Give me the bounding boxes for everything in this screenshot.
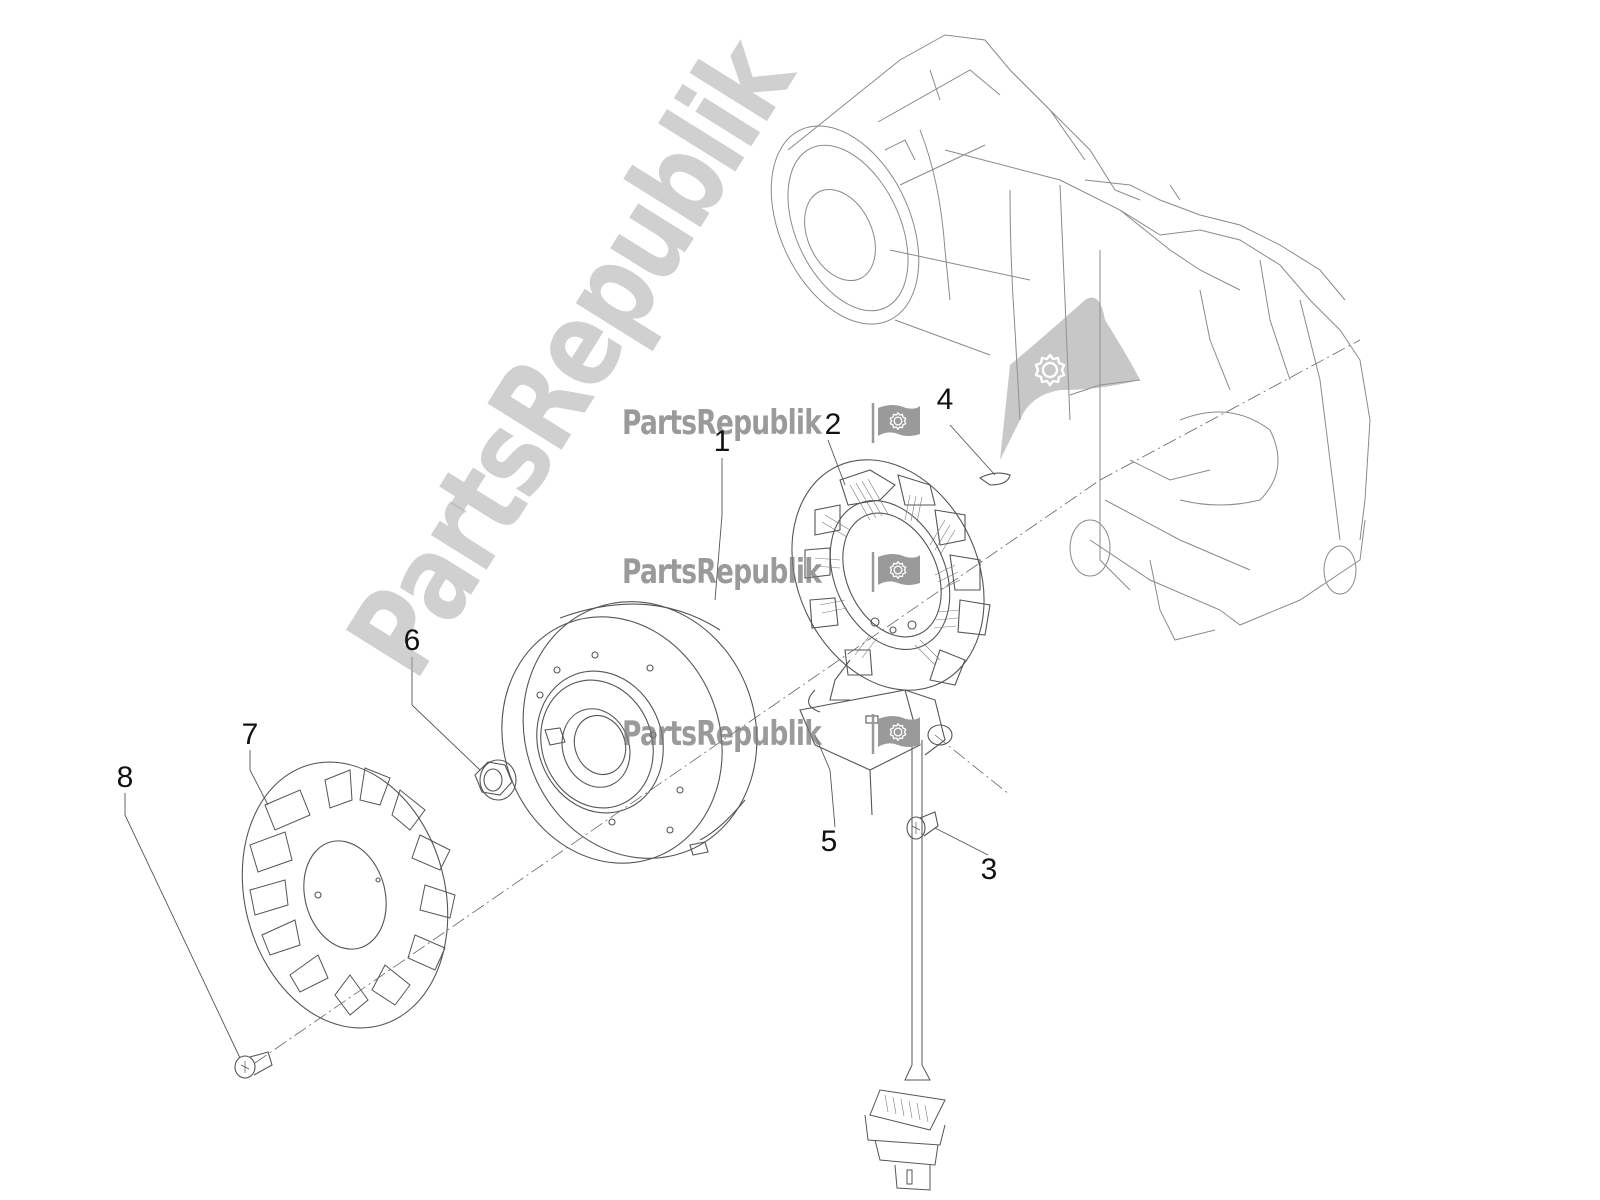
screw-3-drawing: [906, 811, 939, 840]
callout-3[interactable]: 3: [980, 853, 998, 886]
watermark-flag-icon-1: [871, 403, 920, 443]
screw-8-drawing: [234, 1051, 273, 1079]
watermark-flag-icon-3: [871, 714, 920, 754]
callout-5[interactable]: 5: [820, 825, 838, 858]
callout-7[interactable]: 7: [241, 718, 259, 751]
watermark-flag-icon-2: [871, 552, 920, 592]
callout-8[interactable]: 8: [116, 761, 134, 794]
callout-6[interactable]: 6: [403, 624, 421, 657]
callout-2[interactable]: 2: [824, 408, 842, 441]
axis-lines: [254, 339, 1361, 1064]
crankcase-drawing: [770, 34, 1371, 641]
fan-drawing: [241, 761, 456, 1029]
watermark-text-2: PartsRepublik: [622, 552, 822, 592]
callout-4[interactable]: 4: [936, 383, 954, 416]
stator-drawing: [791, 459, 991, 816]
watermark-flag-large: [1000, 297, 1140, 460]
watermark-text-1: PartsRepublik: [622, 403, 822, 443]
cable-connector-drawing: [864, 740, 946, 1191]
leader-lines: [124, 424, 996, 1059]
nut-drawing: [474, 759, 517, 801]
callout-1[interactable]: 1: [713, 425, 731, 458]
watermark-text-3: PartsRepublik: [622, 714, 822, 754]
flywheel-drawing: [501, 601, 758, 864]
pin-4-drawing: [978, 472, 1011, 486]
